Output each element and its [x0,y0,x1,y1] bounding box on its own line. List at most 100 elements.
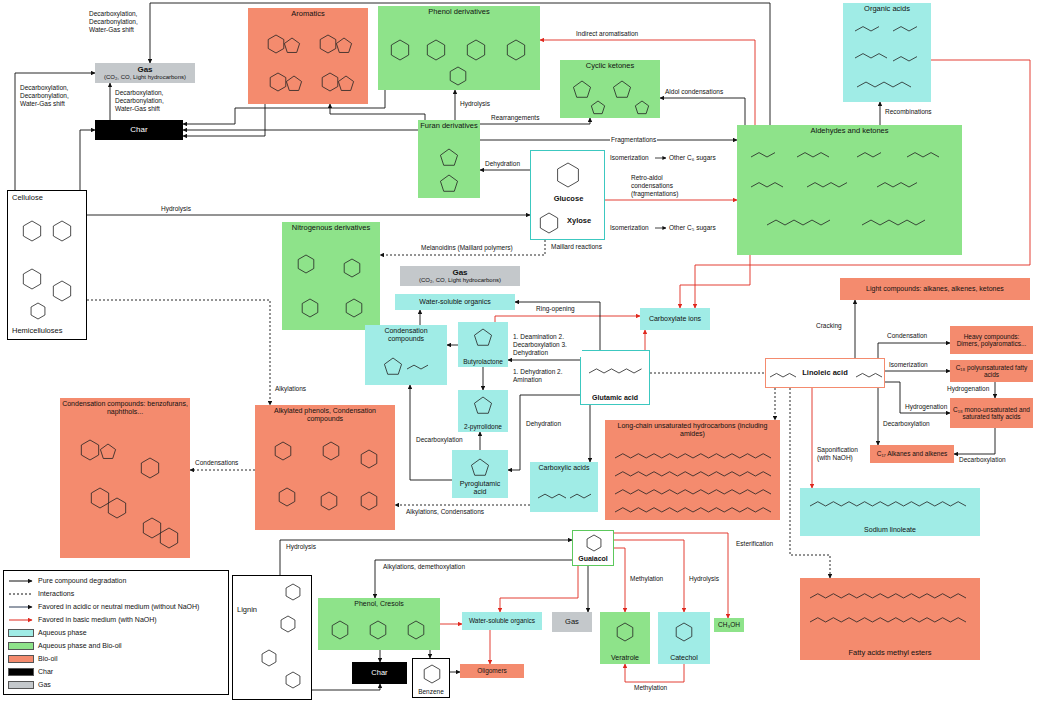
structure-bond [467,40,484,60]
structure-bond [450,67,466,85]
structure-bond [321,492,337,510]
node-text: Heavy compounds: Dimers, polyaromatics..… [952,333,1031,348]
reaction-label: Fragmentations [610,136,657,144]
reaction-arrow [380,240,545,255]
structure-bond [141,458,158,478]
node-text: Glutamic acid [592,394,638,402]
reaction-arrow [508,395,580,470]
phase-box: Veratrole [600,612,650,664]
reaction-arrow [190,470,255,471]
structure-sketch [8,191,88,341]
structure-bond [424,665,440,683]
node-text: Cellulose [12,194,84,203]
structure-bond [540,213,557,233]
node-text: (CO₂, CO, Light hydrocarbons) [104,74,186,81]
reaction-label: Decarboxylation [415,436,464,444]
phase-box: Carboxylate ions [640,308,710,330]
compound-box: Guaiacol [572,530,614,566]
structure-bond [857,82,911,87]
reaction-label: Condensation [886,332,928,340]
phase-box: Light compounds: alkanes, alkenes, keton… [840,278,1030,300]
structure-bond [538,494,566,498]
phase-box: Condensation compounds [365,325,447,385]
phase-box: Butyrolactone [458,322,508,367]
node-text: Cyclic ketones [586,62,634,71]
node-text: Phenol derivatives [428,8,489,17]
structure-bond [507,40,524,60]
node-text: Gas [137,65,152,74]
legend-swatch [8,629,34,637]
phase-box: Char [352,662,407,684]
structure-bond [770,373,796,377]
legend-row: Favored in acidic or neutral medium (wit… [8,600,224,613]
phase-box: Heavy compounds: Dimers, polyaromatics..… [950,326,1033,354]
reaction-arrow [80,130,95,190]
node-text: Light compounds: alkanes, alkenes, keton… [866,285,1004,293]
reaction-label: 1. Deamination 2. Decarboxylation 3. Deh… [512,333,582,357]
reaction-arrow [440,624,462,625]
legend-line-sample [8,590,34,598]
structure-bond [332,621,348,639]
structure-bond [286,672,300,688]
phase-box: Char [95,120,183,140]
reaction-label: Decarboxylation [958,456,1007,464]
phase-box: Water-soluble organics [395,294,515,310]
legend-line-sample [8,577,34,585]
phase-box: C₁₈ mono-unsaturated and saturated fatty… [950,398,1033,428]
node-text: Carboxylic acids [539,464,590,472]
structure-bond [591,101,604,114]
legend-line-sample [8,603,34,611]
structure-bond [286,76,301,90]
structure-sketch [418,120,480,198]
reaction-arrow [790,388,830,578]
reaction-arrow [480,170,530,171]
reaction-arrow [588,566,589,612]
node-text: (CO₂, CO, Light hydrocarbons) [419,277,501,284]
structure-sketch [233,576,313,701]
phase-box: Alkylated phenols, Condensation compound… [255,405,395,530]
structure-bond [53,221,70,241]
reaction-arrow [878,388,879,445]
phase-box: CH₃OH [714,618,744,632]
reaction-label: Methylation [629,575,664,583]
structure-bond [336,38,351,52]
structure-bond [797,153,829,157]
reaction-label: Condensations [194,459,239,467]
legend-row: Interactions [8,587,224,600]
structure-bond [275,442,291,460]
phase-box: Cyclic ketones [560,60,660,118]
reaction-arrow [395,505,530,506]
reaction-arrow [430,650,431,658]
node-text: Long-chain unsaturated hydrocarbons (inc… [607,422,778,438]
node-text: Lignin [237,606,277,615]
structure-bond [322,73,338,91]
reaction-label: Maillard reactions [550,243,603,251]
structure-sketch [800,578,980,660]
structure-bond [893,57,917,61]
node-text: Aromatics [291,10,324,19]
compound-box: Lignin [232,575,312,700]
node-text: Organic acids [864,5,910,14]
phase-box: Phenol, Cresols [318,598,440,650]
compound-box: CelluloseHemicelluloses [7,190,87,340]
phase-box: Pyroglutamic acid [452,450,508,498]
compound-box: Glutamic acid [580,350,650,405]
structure-bond [751,153,775,157]
structure-bond [286,584,300,600]
reaction-arrow [110,83,111,120]
note-label: Isomerization [609,154,650,162]
structure-bond [587,535,601,551]
reaction-label: Hydrolysis [459,100,491,108]
structure-bond [856,373,882,377]
legend-swatch [8,681,34,689]
structure-bond [615,472,771,476]
legend-row: Gas [8,678,224,691]
structure-bond [440,149,457,165]
reaction-arrow [812,388,813,488]
structure-bond [810,618,966,622]
reaction-arrow [420,310,421,325]
node-text: Sodium linoleate [864,526,916,534]
reaction-arrow [878,343,950,358]
legend-text: Char [38,668,53,675]
node-text: Carboxylate ions [649,315,701,323]
